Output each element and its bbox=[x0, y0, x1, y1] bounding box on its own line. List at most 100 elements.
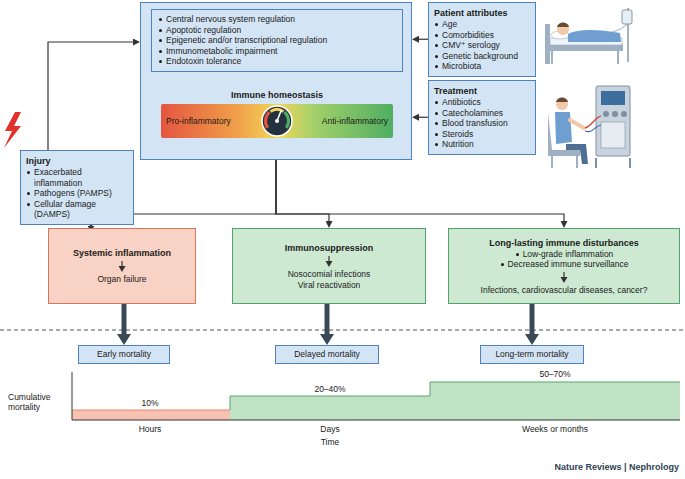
text-row: Systemic inflammation bbox=[73, 247, 171, 259]
text-row: Exacerbated inflammation bbox=[26, 167, 128, 188]
inner-arrow bbox=[324, 256, 334, 267]
text-row: Treatment bbox=[434, 85, 530, 97]
bullet-text: Microbiota bbox=[442, 61, 481, 72]
text-row: Steroids bbox=[434, 129, 530, 140]
bullet-dot bbox=[435, 122, 438, 125]
mortality-box: Delayed mortality bbox=[275, 345, 379, 364]
text-row: Apoptotic regulation bbox=[158, 25, 396, 36]
bullet-dot bbox=[159, 18, 162, 21]
gauge-end-label: Anti-inflammatory bbox=[322, 116, 388, 126]
text-row: Nosocomial infections bbox=[288, 269, 371, 280]
connector-arrow bbox=[276, 160, 564, 221]
axis-title: Time bbox=[321, 437, 340, 447]
bullet-text: Cellular damage (DAMPS) bbox=[34, 199, 128, 220]
bullet-dot bbox=[435, 101, 438, 104]
inner-arrow bbox=[559, 272, 569, 283]
connector-arrow bbox=[419, 117, 428, 118]
homeostasis-gauge: Immune homeostasisPro-inflammatoryAnti-i… bbox=[161, 89, 393, 138]
drawing-part bbox=[551, 156, 553, 168]
text-row: Long-lasting immune disturbances bbox=[489, 237, 639, 249]
box-text: Long-term mortality bbox=[495, 349, 568, 360]
treatment-box: TreatmentAntibioticsCatecholaminesBlood … bbox=[428, 80, 536, 155]
box-heading: Systemic inflammation bbox=[73, 247, 171, 259]
text-row: Antibiotics bbox=[434, 97, 530, 108]
bullet-dot bbox=[159, 29, 162, 32]
bullet-dot bbox=[435, 65, 438, 68]
outcome-arrow bbox=[122, 304, 127, 334]
box-heading: Long-lasting immune disturbances bbox=[489, 237, 639, 249]
text-row: Blood transfusion bbox=[434, 118, 530, 129]
text-row: Microbiota bbox=[434, 61, 530, 72]
drawing-part bbox=[622, 10, 632, 24]
bullet-dot bbox=[27, 203, 30, 206]
text-row: Infections, cardiovascular diseases, can… bbox=[481, 285, 648, 296]
drawing-part bbox=[230, 396, 430, 410]
gauge-bar: Pro-inflammatoryAnti-inflammatory bbox=[161, 104, 393, 138]
bullet-text: Blood transfusion bbox=[442, 118, 508, 129]
drawing-part bbox=[556, 98, 568, 110]
box-text: Infections, cardiovascular diseases, can… bbox=[481, 285, 648, 296]
systemic-inflammation-box: Systemic inflammationOrgan failure bbox=[48, 228, 196, 304]
patient-attributes-box: Patient attributesAgeComorbiditiesCMV⁺ s… bbox=[428, 2, 536, 77]
text-row: Patient attributes bbox=[434, 7, 530, 19]
time-tick-label: Weeks or months bbox=[522, 424, 588, 434]
inner-arrow bbox=[117, 261, 127, 272]
bullet-text: Antibiotics bbox=[442, 97, 481, 108]
text-row: Decreased immune surveillance bbox=[500, 259, 629, 270]
box-heading: Patient attributes bbox=[434, 7, 508, 19]
bullet-text: CMV⁺ serology bbox=[442, 40, 500, 51]
bullet-text: Decreased immune surveillance bbox=[508, 259, 629, 270]
percent-label: 20–40% bbox=[314, 384, 345, 394]
bullet-text: Comorbidities bbox=[442, 30, 494, 41]
drawing-part bbox=[629, 158, 631, 168]
text-row: Genetic background bbox=[434, 51, 530, 62]
axis-title: Cumulative mortality bbox=[8, 392, 68, 412]
drawing-part bbox=[621, 111, 627, 117]
drawing-part bbox=[230, 396, 430, 420]
text-row: Endotoxin tolerance bbox=[158, 56, 396, 67]
bullet-dot bbox=[27, 192, 30, 195]
outcome-arrow bbox=[325, 304, 330, 334]
lightning-icon bbox=[4, 112, 21, 148]
mortality-box: Early mortality bbox=[78, 345, 170, 364]
text-row: Catecholamines bbox=[434, 108, 530, 119]
inner-arrow-head bbox=[561, 277, 568, 283]
connector-arrow bbox=[48, 42, 133, 150]
bullet-text: Pathogens (PAMPS) bbox=[34, 188, 112, 199]
bullet-dot bbox=[435, 143, 438, 146]
gauge-title: Immune homeostasis bbox=[161, 89, 393, 101]
box-heading: Injury bbox=[26, 155, 51, 167]
drawing-part bbox=[601, 91, 625, 105]
text-row: Long-term mortality bbox=[485, 349, 579, 360]
bullet-dot bbox=[435, 133, 438, 136]
drawing-part bbox=[430, 382, 680, 420]
bullet-text: Apoptotic regulation bbox=[166, 25, 241, 36]
drawing-part bbox=[570, 120, 584, 128]
bullet-text: Catecholamines bbox=[442, 108, 503, 119]
patient-bed-icon bbox=[545, 8, 632, 64]
box-heading: Treatment bbox=[434, 85, 477, 97]
text-row: Low-grade inflammation bbox=[515, 249, 614, 260]
text-row: Early mortality bbox=[83, 349, 165, 360]
bullet-dot bbox=[435, 44, 438, 47]
drawing-part bbox=[264, 111, 271, 129]
text-row: Central nervous system regulation bbox=[158, 14, 396, 25]
drawing-part bbox=[556, 98, 568, 103]
text-row: CMV⁺ serology bbox=[434, 40, 530, 51]
drawing-part bbox=[566, 144, 588, 164]
bullet-dot bbox=[435, 34, 438, 37]
drawing-part bbox=[576, 156, 578, 168]
text-row: Nutrition bbox=[434, 139, 530, 150]
mechanism-list-box: Central nervous system regulationApoptot… bbox=[151, 9, 403, 72]
long-lasting-box: Long-lasting immune disturbancesLow-grad… bbox=[448, 228, 680, 304]
bullet-dot bbox=[159, 60, 162, 63]
bullet-text: Epigenetic and/or transcriptional regula… bbox=[166, 35, 327, 46]
bullet-text: Low-grade inflammation bbox=[523, 249, 614, 260]
bullet-dot bbox=[501, 263, 504, 266]
percent-label: 50–70% bbox=[539, 369, 570, 379]
drawing-part bbox=[617, 51, 619, 64]
drawing-part bbox=[430, 382, 680, 396]
drawing-part bbox=[275, 119, 279, 123]
regulation-panel: Central nervous system regulationApoptot… bbox=[140, 2, 412, 160]
percent-label: 10% bbox=[141, 398, 158, 408]
